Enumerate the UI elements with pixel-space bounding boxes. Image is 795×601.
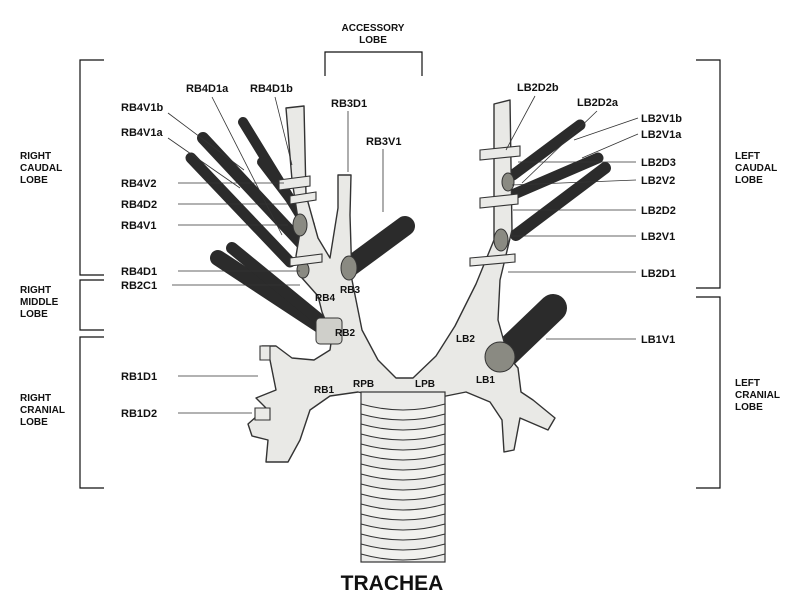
label-rb4d1a: RB4D1a bbox=[186, 83, 229, 95]
bracket-left-cranial-lobe bbox=[696, 297, 720, 488]
label-rb4v2: RB4V2 bbox=[121, 178, 156, 190]
inner-label-lb1: LB1 bbox=[476, 375, 495, 386]
label-lb2d2: LB2D2 bbox=[641, 205, 676, 217]
label-lb2v1a: LB2V1a bbox=[641, 129, 682, 141]
left-cranial-lobe-line-3: LOBE bbox=[735, 402, 763, 413]
left-cranial-lobe-line-1: LEFT bbox=[735, 378, 760, 389]
label-rb1d1: RB1D1 bbox=[121, 371, 157, 383]
left-caudal-lobe-line-2: CAUDAL bbox=[735, 163, 777, 174]
diagram-title: TRACHEA bbox=[341, 572, 444, 595]
right-caudal-lobe-line-3: LOBE bbox=[20, 175, 48, 186]
right-cranial-lobe-line-3: LOBE bbox=[20, 417, 48, 428]
label-rb3d1: RB3D1 bbox=[331, 98, 367, 110]
group-label-left-cranial-lobe: LEFT CRANIAL LOBE bbox=[735, 378, 780, 413]
label-rb4v1a: RB4V1a bbox=[121, 127, 163, 139]
right-caudal-lobe-line-2: CAUDAL bbox=[20, 163, 62, 174]
bracket-left-caudal-lobe bbox=[696, 60, 720, 288]
inner-label-rb2: RB2 bbox=[335, 328, 355, 339]
vessels-left-lung bbox=[504, 125, 605, 355]
group-label-right-middle-lobe: RIGHT MIDDLE LOBE bbox=[20, 285, 59, 320]
right-middle-lobe-line-2: MIDDLE bbox=[20, 297, 59, 308]
accessory-lobe-line-1: ACCESSORY bbox=[342, 23, 405, 34]
right-cranial-lobe-line-2: CRANIAL bbox=[20, 405, 65, 416]
label-rb2c1: RB2C1 bbox=[121, 280, 157, 292]
bracket-right-middle-lobe bbox=[80, 280, 104, 330]
trachea bbox=[361, 392, 445, 562]
label-rb3v1: RB3V1 bbox=[366, 136, 401, 148]
label-rb1d2: RB1D2 bbox=[121, 408, 157, 420]
label-rb4d1b: RB4D1b bbox=[250, 83, 293, 95]
right-cranial-lobe-line-1: RIGHT bbox=[20, 393, 51, 404]
label-lb2d2a: LB2D2a bbox=[577, 97, 619, 109]
right-middle-lobe-line-1: RIGHT bbox=[20, 285, 51, 296]
group-label-accessory-lobe: ACCESSORY LOBE bbox=[342, 23, 405, 46]
label-lb2d1: LB2D1 bbox=[641, 268, 676, 280]
bracket-accessory-lobe bbox=[325, 52, 422, 76]
left-caudal-lobe-line-3: LOBE bbox=[735, 175, 763, 186]
inner-label-rb4: RB4 bbox=[315, 293, 335, 304]
right-caudal-lobe-line-1: RIGHT bbox=[20, 151, 51, 162]
bracket-right-caudal-lobe bbox=[80, 60, 104, 275]
inner-label-lpb: LPB bbox=[415, 379, 435, 390]
label-lb2v1b: LB2V1b bbox=[641, 113, 682, 125]
left-caudal-lobe-line-1: LEFT bbox=[735, 151, 760, 162]
label-lb2d2b: LB2D2b bbox=[517, 82, 559, 94]
inner-label-rb3: RB3 bbox=[340, 285, 360, 296]
group-label-right-caudal-lobe: RIGHT CAUDAL LOBE bbox=[20, 151, 62, 186]
inner-label-rb1: RB1 bbox=[314, 385, 334, 396]
label-lb2d3: LB2D3 bbox=[641, 157, 676, 169]
label-rb4v1: RB4V1 bbox=[121, 220, 156, 232]
right-middle-lobe-line-3: LOBE bbox=[20, 309, 48, 320]
inner-label-rpb: RPB bbox=[353, 379, 374, 390]
label-lb2v2: LB2V2 bbox=[641, 175, 675, 187]
inner-label-lb2: LB2 bbox=[456, 334, 475, 345]
bracket-right-cranial-lobe bbox=[80, 337, 104, 488]
label-rb4d2: RB4D2 bbox=[121, 199, 157, 211]
label-lb2v1: LB2V1 bbox=[641, 231, 675, 243]
left-cranial-lobe-line-2: CRANIAL bbox=[735, 390, 780, 401]
label-rb4v1b: RB4V1b bbox=[121, 102, 163, 114]
group-label-left-caudal-lobe: LEFT CAUDAL LOBE bbox=[735, 151, 777, 186]
accessory-lobe-line-2: LOBE bbox=[359, 35, 387, 46]
label-rb4d1: RB4D1 bbox=[121, 266, 157, 278]
group-label-right-cranial-lobe: RIGHT CRANIAL LOBE bbox=[20, 393, 65, 428]
label-lb1v1: LB1V1 bbox=[641, 334, 675, 346]
bronchial-tree-illustration bbox=[191, 100, 605, 562]
